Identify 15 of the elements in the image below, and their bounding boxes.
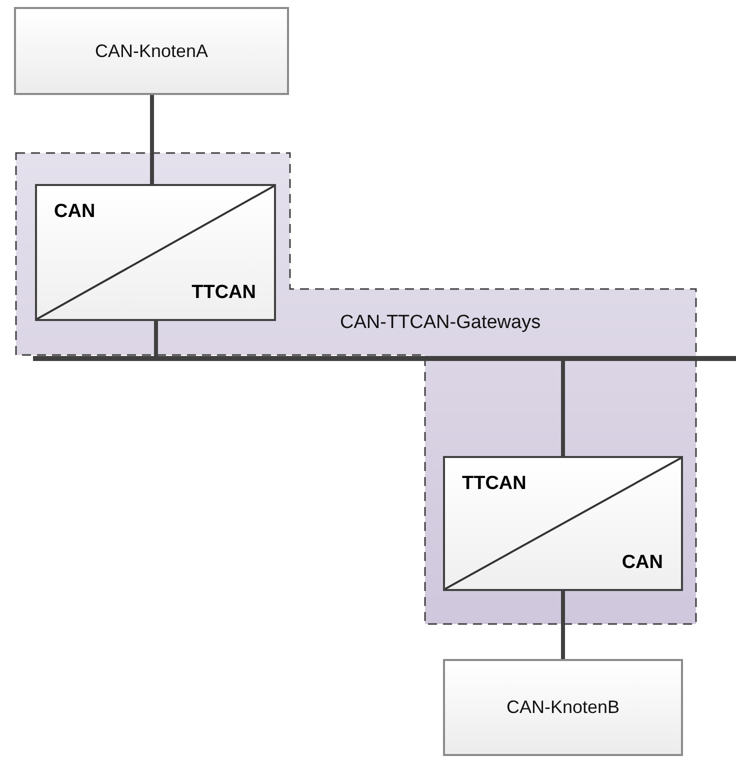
connector-line	[561, 361, 565, 456]
node-label: CAN-KnotenB	[506, 696, 620, 719]
connector-line	[154, 321, 158, 356]
connector-line	[150, 95, 154, 184]
group-label: CAN-TTCAN-Gateways	[340, 311, 541, 335]
node-box	[443, 659, 683, 756]
protocol-label: CAN	[54, 200, 96, 224]
protocol-label: CAN	[622, 550, 663, 574]
converter-box	[443, 456, 683, 591]
node-box	[14, 7, 289, 95]
protocol-label: TTCAN	[462, 472, 526, 496]
protocol-label: TTCAN	[192, 280, 256, 304]
node-label: CAN-KnotenA	[94, 40, 208, 62]
converter-box	[35, 184, 276, 321]
connector-line	[561, 591, 565, 659]
